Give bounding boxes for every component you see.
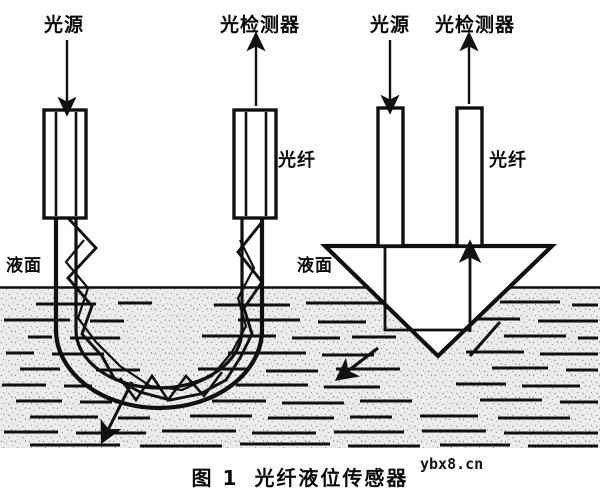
fiber-outer-wall [53,213,265,411]
figure-caption: 图 1 光纤液位传感器 [0,462,600,491]
watermark-text: ybx8.cn [420,455,484,473]
figure-title: 光纤液位传感器 [254,466,409,490]
bend-reflection-teeth [118,371,224,403]
exit-ray-arrow [100,381,134,445]
source-fiber-right [376,106,405,248]
prism-escape-ray [334,346,379,381]
liquid-body [0,286,600,448]
prism-ray-path [383,246,470,332]
internal-reflection-ray-secondary [64,239,256,392]
prism-submerged-shade [320,244,557,359]
label-light-source-left: 光源 [44,14,85,36]
label-optical-fiber-left: 光纤 [278,150,316,171]
source-connector-left [42,108,88,220]
label-liquid-surface-left: 液面 [6,256,42,276]
label-photodetector-right: 光检测器 [435,14,516,36]
label-liquid-surface-right: 液面 [297,256,333,276]
detector-connector-left [232,108,278,220]
figure-number: 图 1 [191,466,239,490]
label-optical-fiber-right: 光纤 [489,150,527,171]
u-bend-probe [42,31,278,445]
label-light-source-right: 光源 [370,14,411,36]
label-photodetector-left: 光检测器 [220,14,301,36]
prism-escape-ray-2 [468,321,502,357]
prism-probe [320,31,557,381]
detector-fiber-right [455,106,484,248]
